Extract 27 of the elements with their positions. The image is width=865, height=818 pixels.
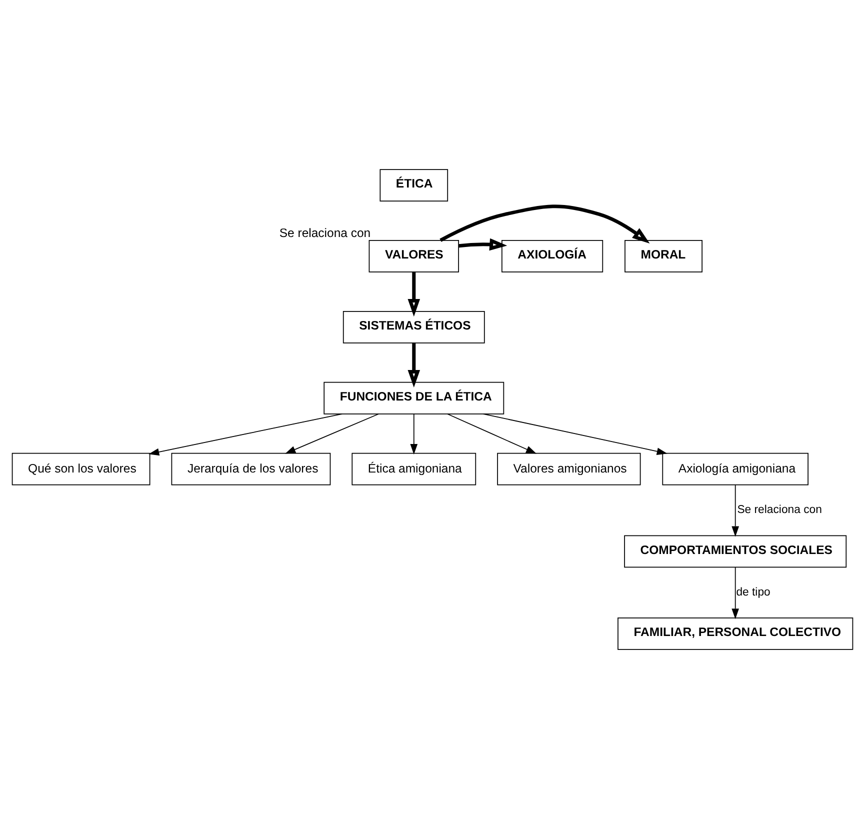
- arrow: [458, 238, 508, 250]
- node-box: SISTEMAS ÉTICOS: [342, 310, 485, 343]
- arrow: [482, 412, 668, 454]
- node-box: Valores amigonianos: [497, 452, 641, 485]
- node-label: Se relaciona con: [279, 226, 371, 240]
- node-box: FUNCIONES DE LA ÉTICA: [324, 381, 504, 414]
- node-box: Qué son los valores: [12, 452, 150, 485]
- arrow: [440, 204, 650, 244]
- arrow: [410, 413, 418, 454]
- arrow: [285, 413, 379, 454]
- node-box: Jerarquía de los valores: [171, 452, 331, 485]
- arrow: [732, 484, 740, 536]
- node-box: MORAL: [624, 240, 702, 272]
- arrow: [408, 272, 420, 316]
- node-box: COMPORTAMIENTOS SOCIALES: [624, 534, 847, 568]
- node-box: ÉTICA: [380, 168, 448, 201]
- edge-label: Se relaciona con: [737, 504, 822, 516]
- arrow: [447, 413, 537, 454]
- edge-label: de tipo: [736, 586, 770, 598]
- node-box: Ética amigoniana: [352, 452, 476, 485]
- node-box: AXIOLOGÍA: [501, 240, 604, 272]
- arrow: [408, 342, 420, 388]
- arrow: [148, 412, 342, 456]
- arrow: [732, 566, 740, 619]
- node-box: VALORES: [368, 240, 459, 272]
- node-box: Axiología amigoniana: [662, 452, 808, 485]
- node-box: FAMILIAR, PERSONAL COLECTIVO: [618, 617, 854, 650]
